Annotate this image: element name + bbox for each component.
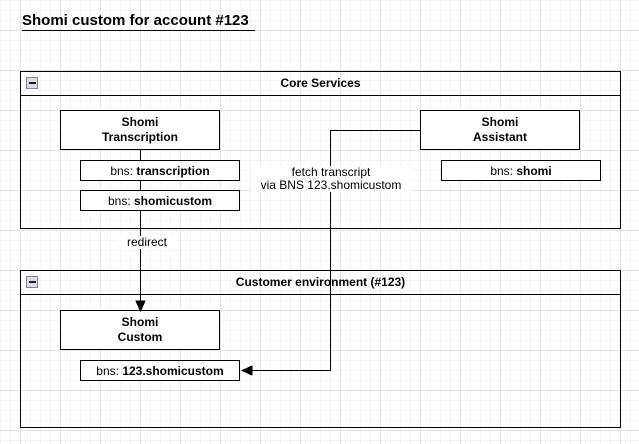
bns-value-transcription: transcription [136, 163, 210, 178]
bns-box-shomi[interactable]: bns: shomi [441, 160, 601, 181]
bns-prefix: bns: [96, 363, 123, 378]
node-shomi-transcription-label-line2: Transcription [101, 130, 178, 144]
node-shomi-transcription-label-line1: Shomi [121, 115, 159, 129]
bns-box-transcription[interactable]: bns: transcription [80, 160, 240, 181]
node-shomi-custom[interactable]: Shomi Custom [60, 310, 220, 350]
node-shomi-assistant-label-line1: Shomi [481, 115, 519, 129]
minus-icon [28, 281, 36, 283]
node-shomi-assistant-label-line2: Assistant [472, 130, 528, 144]
bns-box-123-shomicustom[interactable]: bns: 123.shomicustom [80, 360, 240, 381]
bns-value-123-shomicustom: 123.shomicustom [122, 363, 224, 378]
edge-label-fetch-transcript-line2: via BNS 123.shomicustom [260, 178, 402, 192]
bns-prefix: bns: [107, 193, 134, 208]
node-shomi-transcription[interactable]: Shomi Transcription [60, 110, 220, 150]
container-customer-environment-title: Customer environment (#123) [235, 275, 406, 289]
node-shomi-assistant[interactable]: Shomi Assistant [420, 110, 580, 150]
container-customer-environment-header: Customer environment (#123) [21, 271, 620, 295]
edge-label-fetch-transcript-line1: fetch transcript [291, 165, 371, 179]
page-title[interactable]: Shomi custom for account #123 [22, 12, 255, 31]
bns-prefix: bns: [490, 163, 517, 178]
node-shomi-custom-label-line2: Custom [117, 330, 163, 344]
container-core-services-title: Core Services [280, 76, 361, 90]
bns-value-shomi: shomi [516, 163, 552, 178]
edge-label-fetch-transcript[interactable]: fetch transcript via BNS 123.shomicustom [251, 166, 411, 192]
bns-value-shomicustom: shomicustom [134, 193, 213, 208]
bns-prefix: bns: [110, 163, 137, 178]
collapse-button-core-services[interactable] [26, 77, 38, 89]
edge-label-redirect[interactable]: redirect [117, 236, 177, 249]
minus-icon [28, 82, 36, 84]
bns-box-shomicustom[interactable]: bns: shomicustom [80, 190, 240, 211]
collapse-button-customer-environment[interactable] [26, 276, 38, 288]
node-shomi-custom-label-line1: Shomi [121, 315, 159, 329]
container-core-services-header: Core Services [21, 72, 620, 96]
